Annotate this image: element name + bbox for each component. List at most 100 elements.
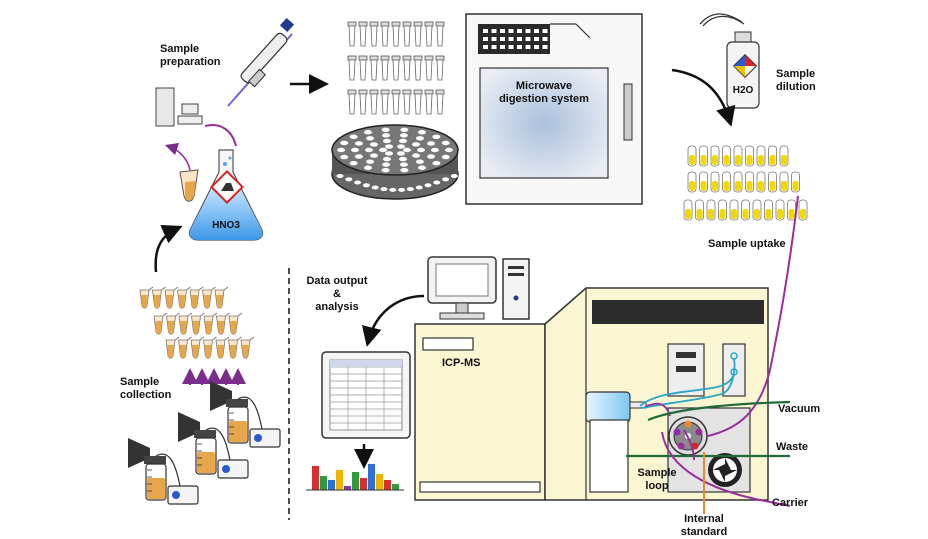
display-dot	[491, 45, 497, 49]
bar-chart-icon	[306, 464, 404, 491]
label-carrier: Carrier	[772, 497, 809, 509]
tube-cap	[391, 55, 401, 61]
label-line: &	[333, 288, 341, 300]
display-dot	[517, 45, 522, 49]
pipette-icon	[227, 17, 295, 107]
tube-cap	[347, 89, 357, 95]
tube	[414, 93, 422, 115]
label-line: Sample	[160, 43, 200, 55]
display-dot	[534, 29, 539, 33]
carousel-hole	[382, 133, 391, 138]
display-dot	[517, 29, 522, 33]
tube	[348, 25, 356, 47]
collection-fluid	[192, 345, 199, 359]
pump-milk	[229, 421, 247, 442]
uptake-fluid	[731, 209, 737, 219]
collection-fluid	[141, 295, 148, 309]
sample-prep-group	[155, 17, 295, 241]
cap-icon	[177, 115, 203, 125]
label-line: analysis	[315, 301, 359, 313]
carousel-hole	[364, 165, 372, 170]
tube-lid	[161, 286, 166, 291]
label-sample-preparation: Sample preparation	[160, 43, 221, 69]
pump-milk	[197, 452, 215, 473]
tube-cap	[369, 21, 379, 27]
tube-lid	[200, 312, 205, 317]
display-dot	[517, 37, 522, 41]
label-line: standard	[680, 526, 728, 538]
tube	[381, 25, 389, 47]
carousel-hole	[399, 138, 408, 144]
uptake-fluid	[769, 181, 776, 191]
carousel-hole	[369, 153, 378, 158]
uptake-tube-rack-icon	[683, 145, 808, 221]
carousel-hole	[380, 187, 388, 192]
collection-fluid	[167, 345, 174, 359]
uptake-fluid	[765, 209, 772, 219]
label-sample-collection: Sample collection	[120, 376, 171, 402]
pump-motor	[217, 459, 249, 479]
icpms-icon	[414, 287, 769, 501]
display-dot	[491, 37, 497, 41]
display-dot	[483, 29, 488, 33]
aperture-icon	[708, 453, 742, 487]
display-dot	[525, 45, 531, 49]
label-internal-standard: Internal standard	[674, 513, 734, 539]
tube	[425, 25, 433, 47]
uptake-fluid	[723, 181, 730, 191]
carousel-hole	[415, 136, 424, 141]
carousel-hole	[399, 162, 408, 167]
pump-tube	[155, 453, 181, 487]
tube-cap	[391, 89, 401, 95]
carousel-hole	[441, 154, 450, 160]
tube	[370, 59, 378, 81]
collection-fluid	[216, 295, 223, 309]
collection-fluid	[153, 295, 161, 309]
carousel-hole	[406, 187, 414, 192]
collection-fluid	[217, 345, 224, 359]
tube-lid	[237, 312, 243, 317]
pump-neck	[194, 430, 216, 438]
carousel-hole	[371, 185, 379, 190]
tube	[414, 59, 422, 81]
uptake-fluid	[777, 209, 783, 219]
carousel-hole	[385, 144, 393, 149]
collection-fluid	[155, 321, 162, 335]
pump-tube	[205, 427, 231, 461]
tube-lid	[187, 312, 193, 317]
tube-cap	[402, 89, 412, 95]
carousel-hole	[364, 130, 372, 135]
uptake-fluid	[742, 209, 749, 219]
tube-lid	[223, 286, 229, 291]
uptake-fluid	[700, 181, 707, 191]
pump-motor	[167, 485, 199, 505]
tube-lid	[175, 312, 180, 317]
label-line: Data output	[306, 275, 368, 287]
carousel-hole	[427, 154, 436, 159]
tube-cap	[413, 55, 423, 61]
label-line: dilution	[776, 81, 816, 93]
label-sample-dilution: Sample dilution	[776, 68, 816, 94]
collection-fluid	[205, 321, 212, 335]
display-dot	[500, 45, 505, 49]
uptake-fluid	[746, 155, 753, 165]
tube	[403, 59, 411, 81]
tube-cap	[358, 55, 368, 61]
pump-neck	[144, 456, 166, 464]
bar	[312, 466, 319, 490]
carousel-hole	[412, 142, 421, 147]
carousel-hole	[398, 187, 406, 192]
uptake-fluid	[781, 155, 787, 165]
carousel-hole	[365, 147, 373, 153]
display-dot	[525, 37, 531, 41]
tube-lid	[212, 312, 218, 317]
tube-cap	[380, 21, 390, 27]
uptake-fluid	[788, 209, 795, 219]
grid-header	[330, 360, 402, 367]
tube-cap	[358, 89, 368, 95]
tube-cap	[435, 55, 445, 61]
carousel-hole	[385, 151, 393, 156]
uptake-fluid	[758, 155, 764, 165]
carousel-hole	[369, 142, 378, 147]
carousel-hole	[399, 156, 408, 162]
